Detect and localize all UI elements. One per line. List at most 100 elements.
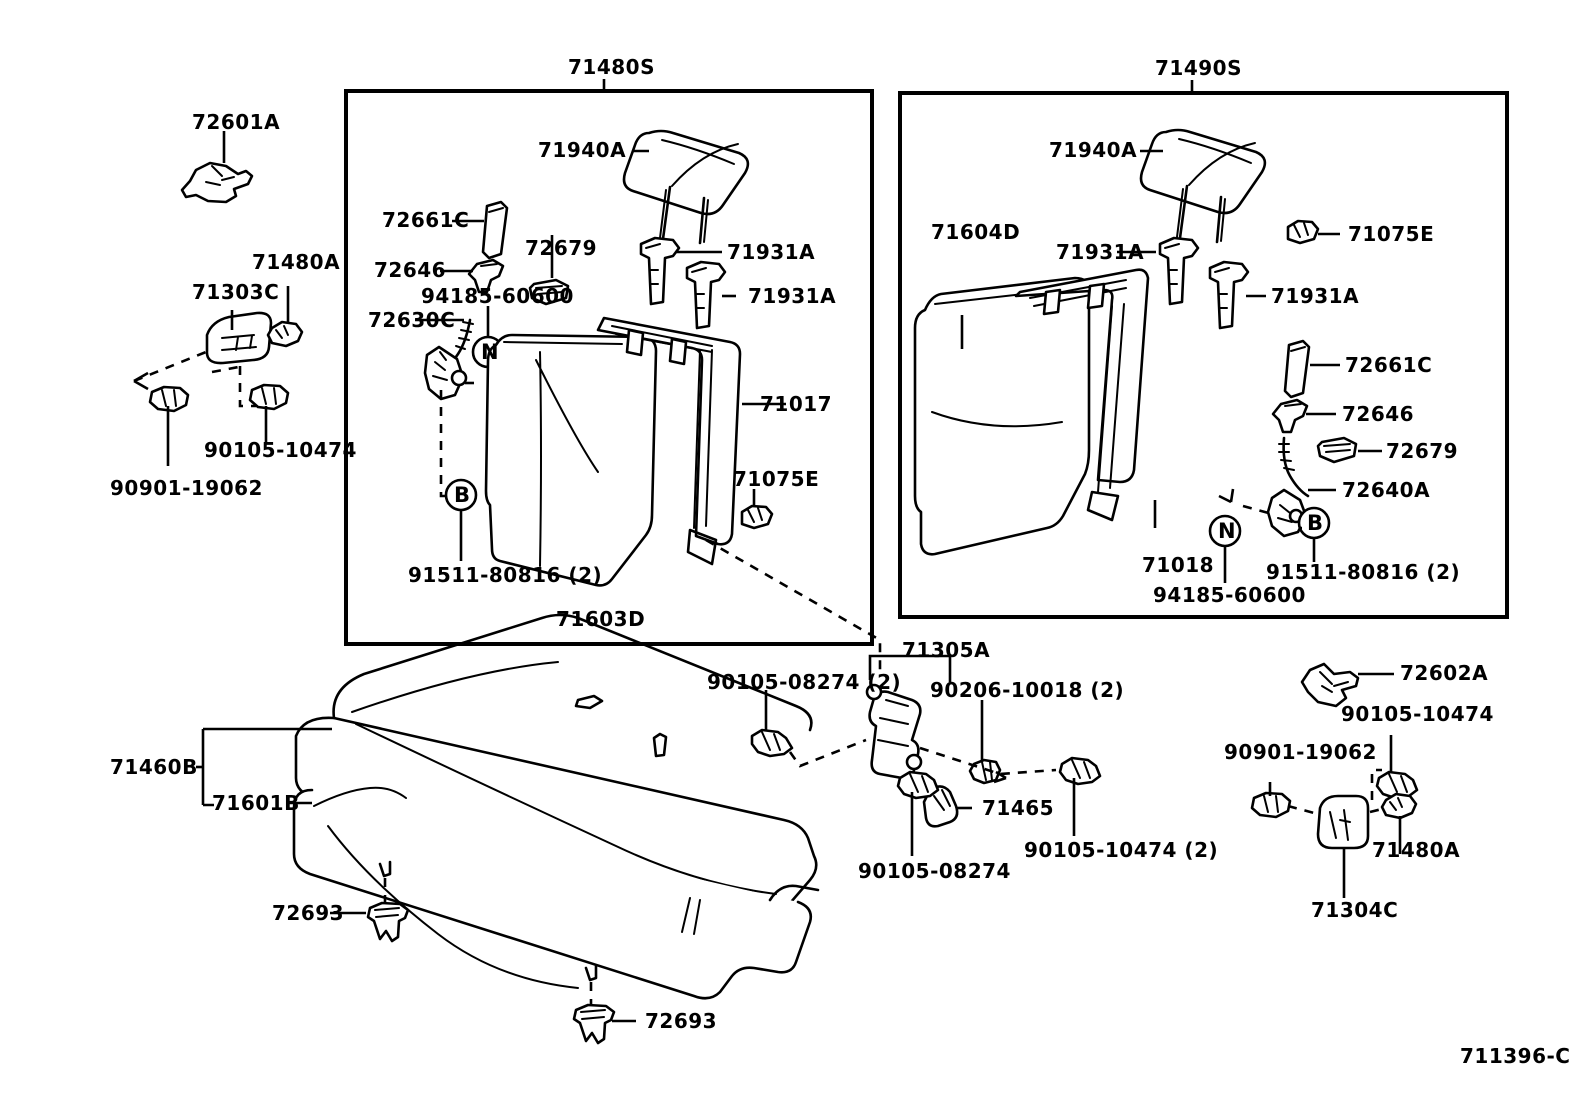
label-72601A[interactable]: 72601A (192, 110, 281, 134)
assembly-dash-right-cluster (1287, 804, 1387, 816)
part-71017 (596, 316, 786, 566)
label-71490S[interactable]: 71490S (1155, 56, 1242, 80)
label-72646-right[interactable]: 72646 (1342, 402, 1415, 426)
label-90105-10474-2[interactable]: 90105-10474 (2) (1024, 838, 1219, 862)
marker-B-right (1297, 506, 1331, 562)
label-90105-10474-right[interactable]: 90105-10474 (1341, 702, 1494, 726)
part-71480A-right (1380, 792, 1418, 854)
assembly-dash-left-hinge (133, 350, 245, 383)
label-71460B[interactable]: 71460B (110, 755, 198, 779)
part-72646-right (1271, 398, 1336, 434)
label-72646-left[interactable]: 72646 (374, 258, 447, 282)
label-71940A-left[interactable]: 71940A (538, 138, 627, 162)
part-71940A-left (622, 129, 750, 245)
part-71465 (922, 785, 972, 828)
label-71940A-right[interactable]: 71940A (1049, 138, 1138, 162)
label-72679-left[interactable]: 72679 (525, 236, 598, 260)
assembly-dash-right-B (1242, 504, 1302, 530)
part-71931A-left-2 (685, 260, 736, 330)
part-71601B-cushion-frame (292, 786, 820, 1000)
label-marker-N-left: N (481, 340, 500, 364)
part-71603D (484, 333, 658, 587)
label-90206-10018-2[interactable]: 90206-10018 (2) (930, 678, 1125, 702)
part-72679-left (528, 235, 570, 306)
part-90105-10474-2-bolt (1058, 756, 1102, 836)
label-72693-lower[interactable]: 72693 (645, 1009, 718, 1033)
part-71604D (913, 276, 1091, 556)
label-marker-B-right: B (1307, 511, 1324, 535)
label-71018[interactable]: 71018 (1142, 553, 1215, 577)
label-90105-08274-2[interactable]: 90105-08274 (2) (707, 670, 902, 694)
part-72661C-left (452, 200, 509, 260)
label-72693-upper[interactable]: 72693 (272, 901, 345, 925)
part-71931A-left-1 (639, 236, 722, 306)
label-71931A-right-2[interactable]: 71931A (1271, 284, 1360, 308)
label-71480A-left[interactable]: 71480A (252, 250, 341, 274)
part-71018 (1014, 268, 1157, 528)
part-72679-right (1316, 436, 1382, 464)
marker-B-left (444, 478, 478, 561)
label-71604D[interactable]: 71604D (931, 220, 1021, 244)
label-71465[interactable]: 71465 (982, 796, 1055, 820)
label-90901-19062-left[interactable]: 90901-19062 (110, 476, 263, 500)
label-marker-B-left: B (454, 483, 471, 507)
label-71931A-right-1[interactable]: 71931A (1056, 240, 1145, 264)
assembly-dash-left-B (439, 390, 446, 498)
label-71017[interactable]: 71017 (760, 392, 833, 416)
label-71075E-right[interactable]: 71075E (1348, 222, 1435, 246)
part-71075E-right (1286, 219, 1340, 245)
label-71603D[interactable]: 71603D (556, 607, 646, 631)
label-72661C-right[interactable]: 72661C (1345, 353, 1433, 377)
label-71931A-left-2[interactable]: 71931A (748, 284, 837, 308)
part-90105-10474-right (1375, 735, 1419, 800)
part-72661C-right (1283, 339, 1340, 399)
part-90105-08274-2-bolt (750, 690, 794, 758)
label-72661C-left[interactable]: 72661C (382, 208, 470, 232)
label-71601B[interactable]: 71601B (212, 791, 300, 815)
part-90901-19062-left (148, 385, 190, 466)
part-90206-10018-2-bolt (968, 700, 1002, 785)
label-72630C[interactable]: 72630C (368, 308, 456, 332)
part-71304C (1316, 794, 1370, 898)
label-91511-80816-left[interactable]: 91511-80816 (2) (408, 563, 603, 587)
part-72640A (1266, 436, 1336, 538)
part-72693-lower (572, 964, 636, 1045)
part-72646-left (440, 258, 505, 294)
label-72679-right[interactable]: 72679 (1386, 439, 1459, 463)
label-91511-80816-right[interactable]: 91511-80816 (2) (1266, 560, 1461, 584)
label-94185-60600-right[interactable]: 94185-60600 (1153, 583, 1306, 607)
part-71480A-bracket-left (423, 345, 468, 401)
label-71075E-left[interactable]: 71075E (733, 467, 820, 491)
label-94185-60600-left[interactable]: 94185-60600 (421, 284, 574, 308)
assembly-dash-seatback-to-cushion (705, 538, 882, 676)
drawing-number: 711396-C (1460, 1044, 1571, 1068)
label-90105-10474-left[interactable]: 90105-10474 (204, 438, 357, 462)
assembly-dash-center (788, 738, 867, 768)
group-box-71480S (344, 79, 874, 646)
label-71303C[interactable]: 71303C (192, 280, 280, 304)
label-marker-N-right: N (1218, 519, 1237, 543)
label-90901-19062-right[interactable]: 90901-19062 (1224, 740, 1377, 764)
part-71940A-right (1139, 128, 1267, 244)
part-71075E-left (740, 489, 774, 530)
part-90901-19062-right (1250, 782, 1292, 819)
label-71305A[interactable]: 71305A (902, 638, 991, 662)
part-90105-10474-left (248, 383, 290, 444)
label-72640A[interactable]: 72640A (1342, 478, 1431, 502)
label-71304C[interactable]: 71304C (1311, 898, 1399, 922)
part-71931A-right-2 (1208, 260, 1266, 330)
label-90105-08274[interactable]: 90105-08274 (858, 859, 1011, 883)
label-72602A[interactable]: 72602A (1400, 661, 1489, 685)
label-71480A-right[interactable]: 71480A (1372, 838, 1461, 862)
part-72601A (180, 131, 254, 204)
group-box-71490S (898, 80, 1509, 619)
part-72602A (1300, 662, 1394, 708)
label-71931A-left-1[interactable]: 71931A (727, 240, 816, 264)
marker-N-right (1208, 514, 1242, 583)
assembly-dash-71303C-bolt (238, 366, 256, 408)
part-71480A-left (266, 286, 304, 348)
label-71480S[interactable]: 71480S (568, 55, 655, 79)
part-71303C (205, 310, 273, 365)
